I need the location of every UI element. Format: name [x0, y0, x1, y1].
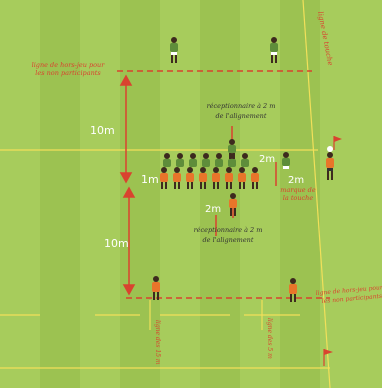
player-icon — [215, 153, 223, 167]
distance-2m-bottom: 2m — [205, 204, 221, 215]
ligne-15m-label: ligne des 15 m — [154, 320, 161, 365]
distance-10m-bottom: 10m — [104, 237, 129, 250]
player-icon — [189, 153, 197, 167]
ligne-5m-label: ligne des 5 m — [266, 318, 273, 359]
distance-1m: 1m — [141, 173, 159, 186]
player-icon — [202, 153, 210, 167]
distance-2m-right: 2m — [259, 154, 275, 165]
distance-2m-vertical: 2m — [288, 175, 304, 186]
player-icon — [163, 153, 171, 167]
hors-jeu-top-line2: les non participants — [35, 69, 101, 77]
distance-10m-top: 10m — [90, 124, 115, 137]
receptionnaire-top-line2: de l'alignement — [216, 112, 267, 120]
hors-jeu-top-line1: ligne de hors-jeu pour — [32, 61, 106, 69]
receptionnaire-bottom-line2: de l'alignement — [203, 236, 254, 244]
receptionnaire-top-line1: réceptionnaire à 2 m — [207, 102, 276, 110]
receptionnaire-bottom-line1: réceptionnaire à 2 m — [194, 226, 263, 234]
player-icon — [241, 153, 249, 167]
manque-touche-line1: marque de — [280, 186, 316, 194]
player-icon — [228, 153, 236, 167]
player-icon — [176, 153, 184, 167]
player-icon — [282, 152, 290, 169]
manque-touche-line2: la touche — [283, 194, 314, 202]
